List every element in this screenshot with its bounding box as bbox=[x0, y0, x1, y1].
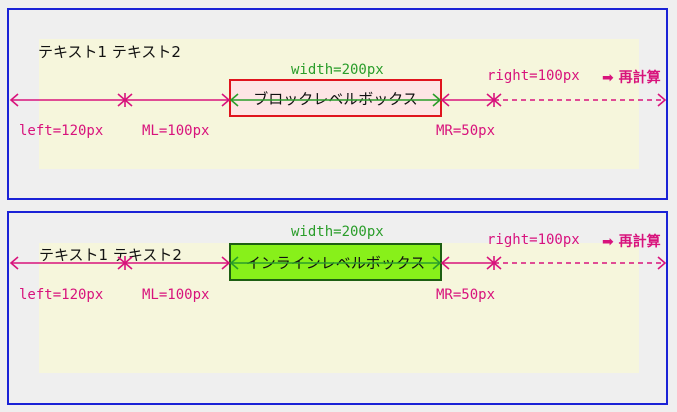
recalc-label: 再計算 bbox=[618, 234, 661, 250]
sample-text: テキスト1 テキスト2 bbox=[38, 43, 181, 61]
block-level-box: ブロックレベルボックス bbox=[229, 79, 442, 117]
right-arrow-icon: ➡ bbox=[602, 234, 614, 250]
margin-right-label: MR=50px bbox=[436, 287, 496, 303]
left-label: left=120px bbox=[19, 123, 104, 139]
recalc-note: ➡ 再計算 bbox=[602, 67, 661, 87]
left-label: left=120px bbox=[19, 287, 104, 303]
dimension-arrows bbox=[9, 93, 667, 107]
right-arrow-icon: ➡ bbox=[602, 70, 614, 86]
recalc-label: 再計算 bbox=[618, 70, 661, 86]
sample-text: テキスト1 テキスト2 bbox=[39, 246, 182, 264]
margin-left-label: ML=100px bbox=[142, 123, 210, 139]
block-level-diagram-panel: テキスト1 テキスト2 ブロックレベルボックス width=200px righ… bbox=[7, 8, 668, 200]
right-label: right=100px bbox=[487, 68, 580, 84]
recalc-note: ➡ 再計算 bbox=[602, 231, 661, 251]
inline-level-diagram-panel: テキスト1 テキスト2 インラインレベルボックス width=200px rig… bbox=[7, 211, 668, 405]
margin-right-label: MR=50px bbox=[436, 123, 496, 139]
right-label: right=100px bbox=[487, 232, 580, 248]
margin-left-label: ML=100px bbox=[142, 287, 210, 303]
width-label: width=200px bbox=[291, 224, 384, 240]
width-label: width=200px bbox=[291, 62, 384, 78]
dimension-arrows bbox=[9, 256, 667, 270]
